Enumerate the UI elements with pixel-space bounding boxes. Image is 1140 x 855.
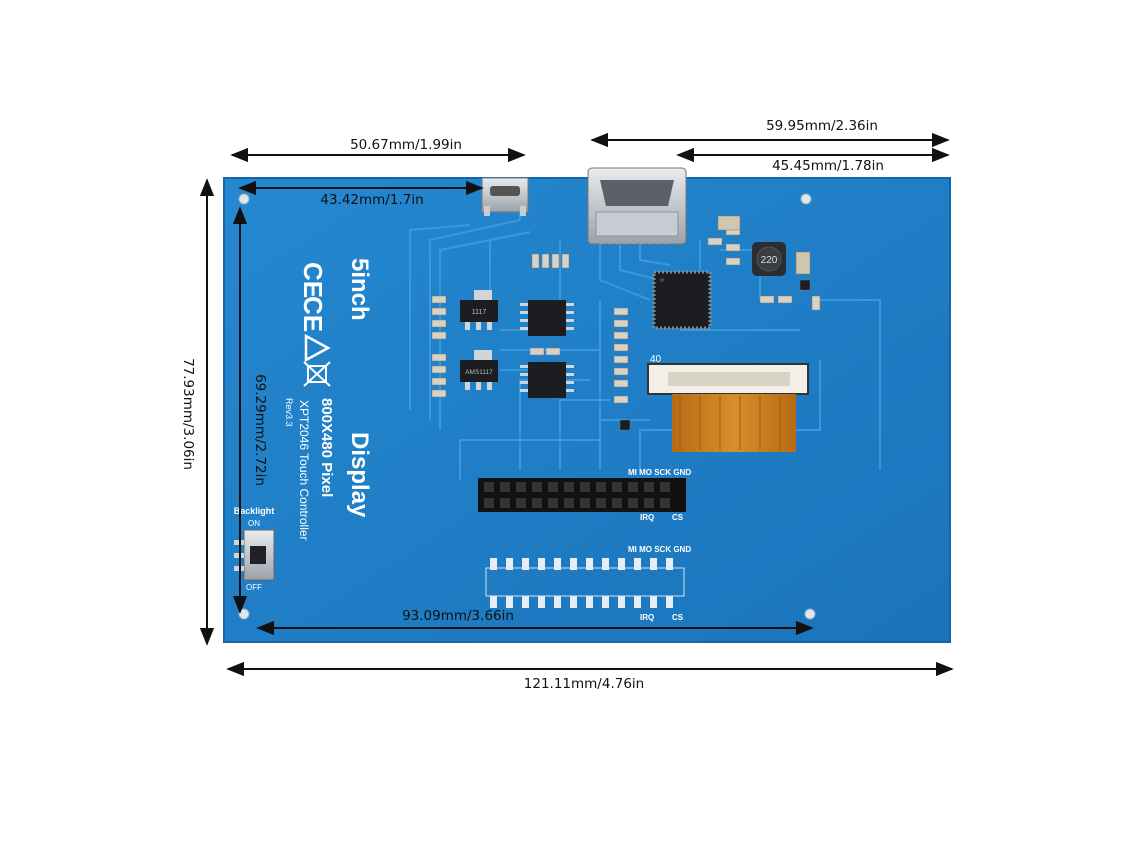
dim-inner-height: 69.29mm/2.72in [252, 374, 268, 486]
voltage-regulator-1: 1117 [460, 290, 498, 330]
dim-right-top: 59.95mm/2.36in [766, 118, 878, 134]
dim-overall-width: 121.11mm/4.76in [524, 676, 644, 692]
dimension-lines [199, 132, 954, 677]
display-title: Display [346, 432, 373, 518]
smd-components [431, 215, 821, 431]
certification-marks: CE CE [298, 262, 331, 387]
hdmi-port [587, 167, 687, 245]
mounting-holes [238, 193, 816, 620]
gpio-header: MI MO SCK GND IRQ CS [478, 468, 691, 522]
pad-irq-label: IRQ [640, 613, 654, 622]
dim-left-top: 50.67mm/1.99in [350, 137, 462, 153]
pad-cs-label: CS [672, 613, 684, 622]
voltage-regulator-2: AMS1117 [460, 350, 498, 390]
dim-left-inner: 43.42mm/1.7in [320, 192, 423, 208]
header-pads: MI MO SCK GND IRQ CS [485, 545, 691, 622]
micro-usb-port [481, 177, 529, 216]
backlight-switch: Backlight ON OFF [234, 506, 275, 592]
switch-off-label: OFF [246, 583, 262, 592]
ce-mark-1: CE [298, 262, 328, 298]
connector-pin-label: 40 [650, 354, 662, 365]
size-label: 5inch [346, 258, 373, 321]
switch-on-label: ON [248, 519, 260, 528]
revision-label: Rev3.3 [284, 398, 294, 427]
main-ic-chip [652, 270, 712, 330]
dim-overall-height: 77.93mm/3.06in [180, 358, 196, 470]
dim-right-inner: 45.45mm/1.78in [772, 158, 884, 174]
inductor: 220 [752, 242, 786, 276]
inductor-marking: 220 [761, 255, 778, 266]
header-cs-label: CS [672, 513, 684, 522]
esd-warning-icon [304, 333, 331, 363]
resolution-label: 800X480 Pixel [318, 398, 335, 497]
regulator-2-marking: AMS1117 [465, 369, 493, 376]
ce-mark-2: CE [298, 296, 328, 332]
board-silkscreen: 5inch Display 800X480 Pixel XPT2046 Touc… [284, 258, 373, 541]
controller-label: XPT2046 Touch Controller [297, 400, 311, 541]
dim-hole-span: 93.09mm/3.66in [402, 608, 514, 624]
weee-bin-icon [303, 361, 331, 387]
driver-chip-2 [520, 362, 574, 398]
driver-chip-1 [520, 300, 574, 336]
header-top-labels: MI MO SCK GND [628, 468, 691, 477]
dimension-labels: 50.67mm/1.99in 43.42mm/1.7in 59.95mm/2.3… [180, 118, 884, 692]
fpc-connector: 40 [647, 354, 809, 452]
pcb-board: 220 1117 AMS1117 [223, 167, 951, 643]
pad-top-labels: MI MO SCK GND [628, 545, 691, 554]
regulator-1-marking: 1117 [472, 309, 487, 316]
header-irq-label: IRQ [640, 513, 654, 522]
backlight-label: Backlight [234, 506, 275, 516]
